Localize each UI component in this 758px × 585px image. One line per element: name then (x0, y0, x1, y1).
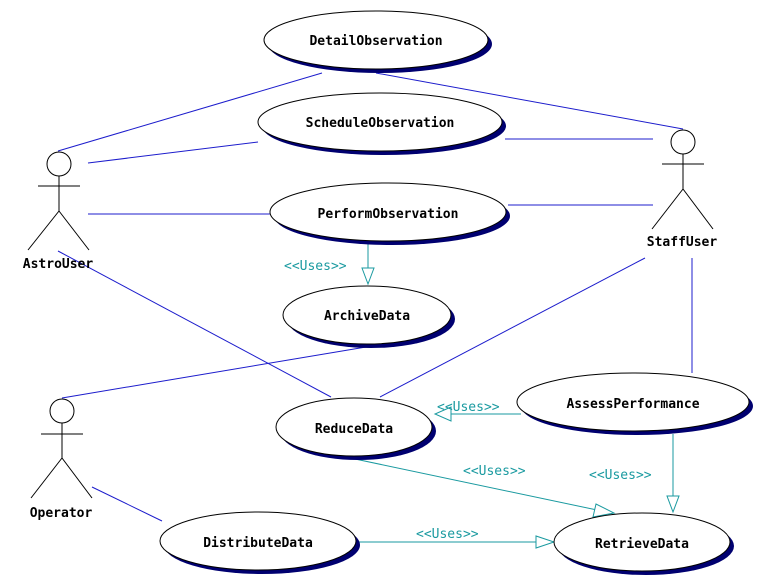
use-case-retrievedata[interactable]: RetrieveData (553, 512, 734, 575)
assoc-astrouser-scheduleobservation (87, 141, 259, 164)
use-case-distributedata[interactable]: DistributeData (159, 511, 360, 574)
actor-head-icon (49, 398, 75, 424)
use-case-label: ScheduleObservation (306, 116, 455, 131)
assoc-operator-distributedata (91, 486, 163, 522)
use-case-label: PerformObservation (318, 207, 459, 222)
actor-staffuser[interactable]: StaffUser (647, 129, 718, 250)
use-cases: DetailObservation ScheduleObservation Pe… (159, 10, 753, 575)
use-case-reducedata[interactable]: ReduceData (275, 397, 436, 460)
use-case-scheduleobservation[interactable]: ScheduleObservation (257, 92, 506, 155)
uses-labels: <<Uses>> <<Uses>> <<Uses>> <<Uses>> <<Us… (284, 259, 652, 542)
use-case-label: ReduceData (315, 422, 393, 437)
actor-head-icon (46, 151, 72, 177)
assoc-astrouser-detailobservation (57, 72, 323, 152)
uses-assessperformance-reducedata (433, 406, 521, 422)
actor-label: Operator (30, 506, 93, 521)
actor-head-icon (670, 129, 696, 155)
associations (57, 72, 693, 522)
assoc-astrouser-reducedata (57, 250, 332, 398)
use-case-performobservation[interactable]: PerformObservation (269, 182, 510, 245)
use-case-label: DistributeData (203, 536, 313, 551)
uses-distributedata-retrievedata (357, 535, 556, 549)
uses-performobservation-archivedata (361, 244, 375, 286)
uses-relationships (354, 244, 680, 549)
assoc-staffuser-reducedata (379, 257, 646, 398)
assoc-operator-archivedata (61, 346, 367, 399)
use-case-label: DetailObservation (309, 34, 442, 49)
actor-label: AstroUser (23, 257, 94, 272)
actors: AstroUser StaffUser Operator (23, 129, 718, 521)
actor-label: StaffUser (647, 235, 718, 250)
uses-label-distributedata-retrievedata: <<Uses>> (416, 527, 479, 542)
uses-label-assessperformance-retrievedata: <<Uses>> (589, 468, 652, 483)
use-case-assessperformance[interactable]: AssessPerformance (516, 372, 753, 435)
uses-label-assessperformance-reducedata: <<Uses>> (437, 400, 500, 415)
uses-reducedata-retrievedata (354, 458, 616, 518)
use-case-detailobservation[interactable]: DetailObservation (263, 10, 492, 73)
use-case-archivedata[interactable]: ArchiveData (282, 285, 455, 348)
uses-label-reducedata-retrievedata: <<Uses>> (463, 464, 526, 479)
uses-assessperformance-retrievedata (666, 434, 680, 514)
actor-astrouser[interactable]: AstroUser (23, 151, 94, 272)
assoc-staffuser-detailobservation (375, 72, 684, 130)
use-case-label: ArchiveData (324, 309, 410, 324)
actor-operator[interactable]: Operator (30, 398, 93, 521)
uses-label-performobservation-archivedata: <<Uses>> (284, 259, 347, 274)
use-case-label: AssessPerformance (566, 397, 699, 412)
use-case-label: RetrieveData (595, 537, 689, 552)
